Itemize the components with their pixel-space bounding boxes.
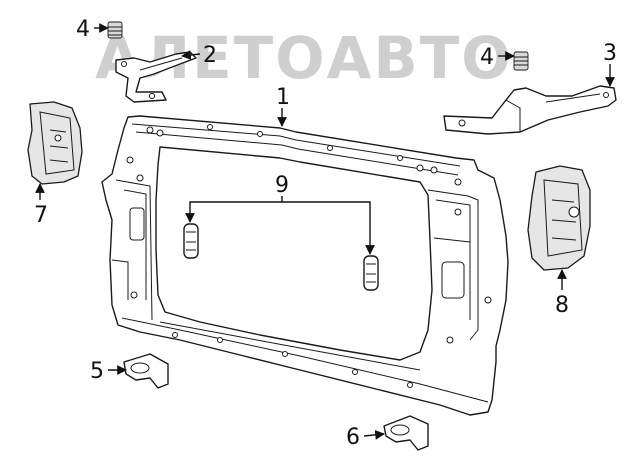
side-bracket-right-face [543,179,583,257]
side-bracket-right-body [527,165,591,271]
bracket-right-hole [458,119,466,127]
right-column-rib [435,199,471,320]
leader-9b [282,201,375,255]
bracket-right-hole [603,92,609,98]
mount-right-hole [390,424,410,436]
bracket-right-gusset [505,99,521,132]
part-clip-left [183,223,199,259]
leader-lines [35,23,615,440]
part-mount-right [383,415,429,451]
side-bracket-left-hole [54,134,62,142]
lower-rail-inner [159,321,421,371]
part-side-bracket-left [27,101,83,185]
bracket-left-rib [139,57,183,71]
mount-left-hole [130,362,150,374]
bolt-left-thread [108,26,122,36]
clip-right-ribs [366,263,376,283]
callout-5: 5 [90,359,104,384]
leader-2 [181,50,201,60]
frame-opening [155,146,433,361]
bracket-right-rib [545,93,601,103]
left-column-edge [115,179,153,321]
side-bracket-right-ribs [551,199,577,241]
right-column-edge [427,189,479,341]
right-column-cross [433,237,471,243]
left-column-rib [123,189,147,300]
frame-hole [327,145,333,151]
side-bracket-right-hole [568,206,580,218]
left-column-slot [129,207,145,241]
part-bracket-right [443,85,617,135]
callout-7: 7 [34,203,48,228]
callout-6: 6 [346,425,360,450]
bracket-left-hole [121,61,127,67]
part-bolt-right [513,51,529,71]
frame-hole [352,369,358,375]
part-radiator-support [101,115,509,416]
frame-hole [126,156,134,164]
callout-1: 1 [276,85,290,110]
callout-labels: 1 2 3 4 4 5 6 7 8 9 [34,17,617,450]
frame-hole [172,332,178,338]
callout-2: 2 [203,43,217,68]
watermark: АЛЕТОАВТО [95,24,513,92]
frame-hole [484,296,492,304]
part-side-bracket-right [527,165,591,271]
clip-left-body [183,223,199,259]
frame-hole [454,178,462,186]
frame-hole [397,155,403,161]
callout-8: 8 [555,293,569,318]
bracket-left-body [115,51,197,103]
clip-left-ribs [186,231,196,251]
bolt-right-thread [514,56,528,66]
callout-9: 9 [275,173,289,198]
bolt-left-body [107,21,123,39]
side-bracket-left-body [27,101,83,185]
frame-hole [430,166,438,174]
lower-rail-edge [121,317,489,403]
frame-hole [416,164,424,172]
left-column-lower [111,259,129,300]
frame-hole [156,129,164,137]
frame-hole [136,174,144,182]
upper-rail-flange [135,131,459,176]
frame-hole [407,382,413,388]
part-clip-right [363,255,379,291]
leader-6 [363,430,385,440]
frame-hole [130,291,138,299]
upper-rail-edge [131,123,461,167]
frame-hole [282,351,288,357]
frame-hole [446,336,454,344]
frame-hole [257,131,263,137]
side-bracket-left-ribs [49,129,69,163]
callout-4a: 4 [76,17,90,42]
right-column-slot [441,261,465,299]
part-bracket-left [115,51,197,103]
leader-9a [185,196,283,223]
frame-hole [207,124,213,130]
bracket-right-body [443,85,617,135]
side-bracket-left-face [39,111,75,175]
bracket-left-hole [149,93,155,99]
part-mount-left [123,353,169,389]
callout-4b: 4 [480,45,494,70]
frame-hole [217,337,223,343]
frame-hole [454,208,462,216]
frame-hole [146,126,154,134]
frame-holes [126,124,492,388]
part-bolt-left [107,21,123,39]
watermark-text: АЛЕТОАВТО [95,24,513,92]
callout-3: 3 [603,41,617,66]
clip-right-body [363,255,379,291]
